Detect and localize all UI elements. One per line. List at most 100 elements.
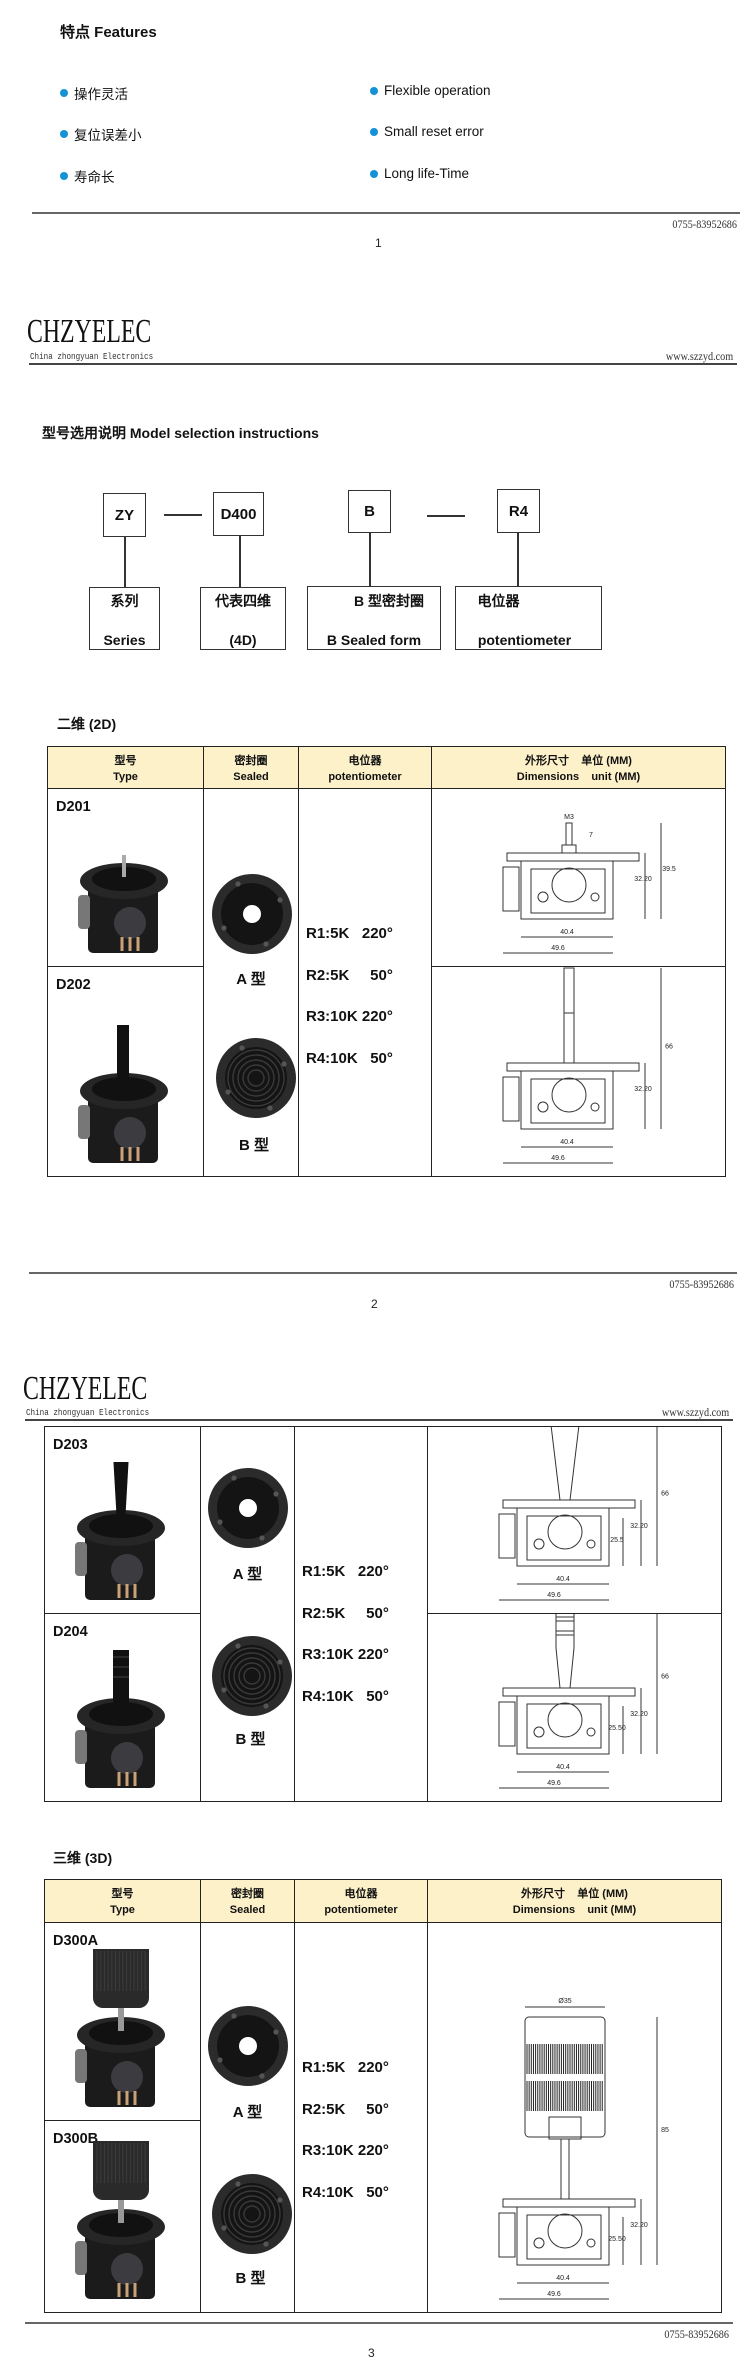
handle: [113, 1650, 129, 1712]
feature-text: Flexible operation: [384, 83, 491, 98]
feature-item-en: Flexible operation: [370, 83, 491, 98]
feature-text: 寿命长: [74, 170, 115, 185]
seal-b-image: [215, 1038, 296, 1118]
potentiometer: [114, 907, 146, 939]
potentiometer: [111, 2061, 143, 2093]
header-cn: 密封圈: [234, 755, 268, 767]
feature-item-cn: 复位误差小: [60, 124, 142, 144]
footer-phone: 0755-83952686: [672, 217, 737, 231]
dim-label-overall-height: 85: [661, 2127, 669, 2134]
side-connector: [78, 1105, 90, 1139]
bellows-ring: [223, 1647, 281, 1705]
screw-hole: [217, 1519, 223, 1525]
terminal-pin: [133, 2091, 137, 2105]
side-connector: [75, 1730, 87, 1764]
potentiometer: [114, 1117, 146, 1149]
dim-label-body-height: 32.20: [630, 1711, 648, 1718]
bellows-ring: [233, 2195, 271, 2233]
seal-b-label: B 型: [235, 2270, 266, 2287]
seal-b-image: [212, 2174, 292, 2254]
type-cell: D202: [48, 967, 204, 1177]
screw-hole: [259, 2073, 265, 2079]
mount-plate: [506, 1062, 640, 1072]
type-cell: D300B: [45, 2121, 201, 2313]
screw-outline: [586, 2238, 596, 2248]
shaft-outline: [560, 2138, 570, 2200]
product-photo: [75, 2141, 165, 2299]
model-name: D201: [56, 799, 91, 815]
terminal-pin: [117, 1772, 121, 1786]
header-cn: 外形尺寸 单位 (MM): [521, 1888, 628, 1900]
features-title: 特点 Features: [60, 24, 157, 41]
screw-hole: [259, 1535, 265, 1541]
screw-hole: [238, 1045, 245, 1051]
mechanism-frame: [526, 1703, 602, 1749]
header-rule: [25, 1419, 733, 1421]
potentiometer-cell: R1:5K 220°R2:5K 50°R3:10K 220°R4:10K 50°: [295, 1923, 428, 2313]
cam-outline: [547, 1514, 583, 1550]
brand-subtitle: China zhongyuan Electronics: [30, 351, 154, 362]
header-cn: 型号: [111, 1888, 134, 1900]
knob-outline: [524, 2016, 606, 2138]
potentiometer-option: R1:5K 220°: [302, 1563, 389, 1580]
screw-hole: [231, 1475, 237, 1481]
bellows-ring: [238, 1662, 266, 1690]
cam-outline: [547, 2213, 583, 2249]
dim-label-inner-width: 40.4: [556, 1764, 570, 1771]
section-title-2d: 二维 (2D): [57, 716, 117, 732]
screw-hole: [277, 2197, 283, 2203]
spec-table: D203166632.2025.540.449.6D20412.006632.2…: [44, 1426, 722, 1802]
header-en: potentiometer: [328, 771, 402, 783]
header-en: potentiometer: [324, 1904, 398, 1916]
potentiometer-cell: R1:5K 220°R2:5K 50°R3:10K 220°R4:10K 50°: [295, 1427, 428, 1802]
screw-hole: [220, 925, 227, 931]
terminal-pin: [133, 1584, 137, 1598]
boot: [89, 1702, 153, 1726]
dash-connector: [427, 515, 465, 517]
cam-outline: [547, 1702, 583, 1738]
meaning-en: Series: [103, 632, 146, 648]
header-en: Type: [110, 1904, 135, 1916]
header-cell: 外形尺寸 单位 (MM)Dimensions unit (MM): [428, 1880, 722, 1923]
bellows-ring: [241, 1064, 270, 1092]
terminal-pin: [117, 2283, 121, 2297]
shaft-base: [561, 844, 577, 854]
screw-hole: [231, 2013, 237, 2019]
bellows-ring: [238, 2200, 266, 2228]
bellows-ring: [231, 1054, 280, 1102]
feature-item-en: Small reset error: [370, 124, 484, 139]
seal-hole: [242, 905, 261, 923]
meaning-box-dimension: 代表四维(4D): [200, 587, 286, 650]
terminal-pin: [125, 2091, 129, 2105]
feature-text: 复位误差小: [74, 128, 142, 143]
knob-neck: [548, 2116, 582, 2140]
mount-plate: [502, 1687, 636, 1697]
housing-outline: [516, 2206, 610, 2266]
side-pot-outline: [498, 2212, 516, 2258]
screw-hole: [263, 2241, 269, 2247]
dim-label-outer-width: 49.6: [547, 1592, 561, 1599]
seal-b-label: B 型: [235, 1731, 266, 1748]
section-title-3d: 三维 (3D): [53, 1850, 113, 1866]
screw-outline: [533, 2237, 545, 2249]
screw-hole: [217, 2057, 223, 2063]
footer-rule: [29, 1272, 737, 1274]
terminal-pin: [117, 2091, 121, 2105]
footer-phone: 0755-83952686: [669, 1277, 734, 1291]
knob: [93, 1949, 149, 2008]
connector-line: [369, 533, 371, 587]
seal-face: [221, 1645, 283, 1707]
side-connector: [75, 2241, 87, 2275]
dim-label-inner-height: 25.5: [610, 1537, 624, 1544]
feature-text: Small reset error: [384, 124, 484, 139]
dim-label-outer-width: 49.6: [551, 945, 565, 952]
shaft: [118, 2006, 124, 2031]
boot: [89, 1514, 153, 1538]
